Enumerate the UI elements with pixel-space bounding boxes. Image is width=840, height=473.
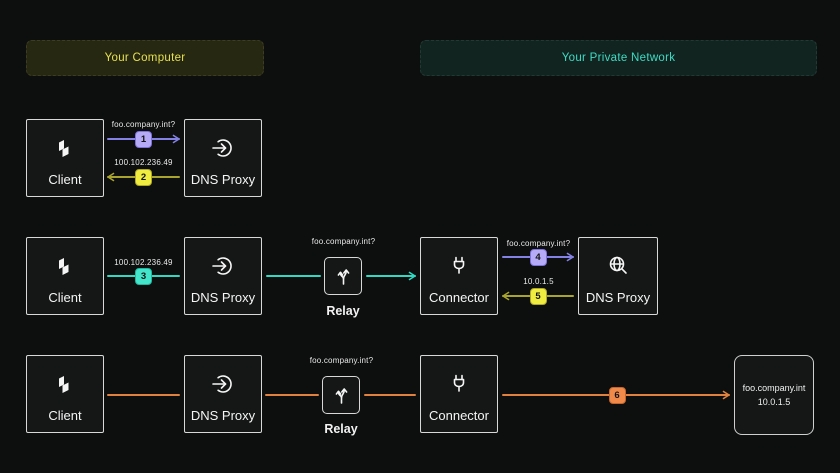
dns-proxy-login-icon [212,139,232,157]
row3-client-node: Client [26,355,104,433]
row2-connector-node: Connector [420,237,498,315]
connector-plug-icon [453,374,465,392]
arrowhead-right-icon [722,390,730,400]
relay-fork-icon [335,388,348,404]
arrowhead-left-icon [502,291,510,301]
dns-proxy-login-icon [212,375,232,393]
your-private-network-label: Your Private Network [561,52,676,64]
row1-dns-proxy-node: DNS Proxy [184,119,262,197]
row2-relay-node [324,257,362,295]
your-computer-label: Your Computer [104,52,186,64]
row2-private-dns-proxy-node: DNS Proxy [578,237,658,315]
client-icon [59,140,69,157]
destination-host-node: foo.company.int 10.0.1.5 [734,355,814,435]
dnsproxy-to-relay-line [265,394,319,396]
row2-relay-label: Relay [326,304,360,318]
step5-badge: 5 [529,287,547,305]
client-icon [59,376,69,393]
dnsproxy-to-relay-line [266,275,321,277]
row2-client-node: Client [26,237,104,315]
row3-relay-node [322,376,360,414]
client-icon [59,258,69,275]
step3-badge: 3 [135,267,152,285]
dns-proxy-node-label: DNS Proxy [190,172,256,187]
connector-plug-icon [453,256,465,274]
step4-badge: 4 [529,248,547,266]
client-node-label: Client [48,172,82,187]
dns-proxy-globe-search-icon [609,256,627,274]
row3-dns-proxy-node: DNS Proxy [184,355,262,433]
row3-relay-label: Relay [324,422,358,436]
dns-proxy-node-label: DNS Proxy [190,408,256,423]
row2-relay-query-label: foo.company.int? [311,237,376,246]
step2-answer-label: 100.102.236.49 [114,158,173,167]
step1-badge: 1 [135,130,152,148]
connector-node-label: Connector [429,290,489,305]
step3-answer-label: 100.102.236.49 [114,258,173,267]
arrowhead-left-icon [107,172,115,182]
step6-badge: 6 [608,386,626,404]
relay-fork-icon [337,269,350,285]
relay-to-connector-line [364,394,416,396]
client-node-label: Client [48,408,82,423]
step5-answer-label: 10.0.1.5 [523,277,554,286]
arrowhead-right-icon [172,134,180,144]
connector-node-label: Connector [429,408,489,423]
step2-badge: 2 [135,168,152,186]
dns-proxy-node-label: DNS Proxy [190,290,256,305]
arrowhead-right-icon [566,252,574,262]
dns-proxy-login-icon [212,257,232,275]
your-computer-banner: Your Computer [26,40,264,76]
row3-relay-query-label: foo.company.int? [309,356,374,365]
client-node-label: Client [48,290,82,305]
step1-query-label: foo.company.int? [111,120,176,129]
client-to-dnsproxy-line [107,394,180,396]
your-private-network-banner: Your Private Network [420,40,817,76]
relay-to-connector-line [366,275,416,277]
step4-query-label: foo.company.int? [506,239,571,248]
dns-proxy-node-label: DNS Proxy [585,290,651,305]
destination-hostname: foo.company.int [742,382,806,393]
destination-ip: 10.0.1.5 [757,396,791,407]
row2-dns-proxy-node: DNS Proxy [184,237,262,315]
row3-connector-node: Connector [420,355,498,433]
arrowhead-right-icon [408,271,416,281]
row1-client-node: Client [26,119,104,197]
